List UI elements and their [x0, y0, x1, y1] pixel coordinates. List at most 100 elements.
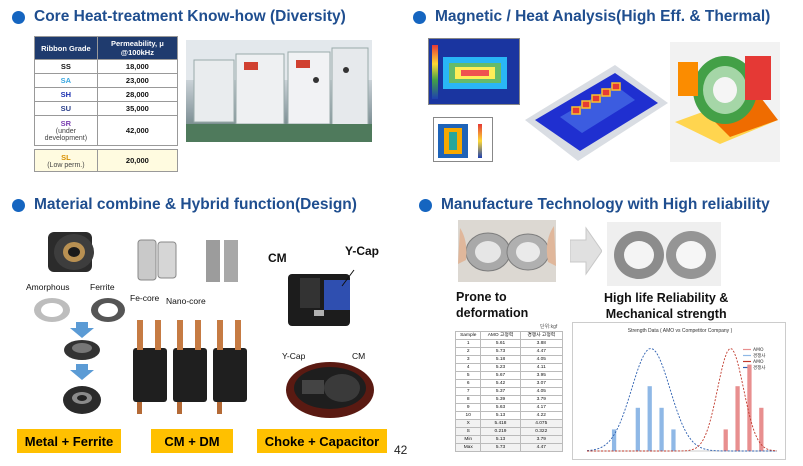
table-cell: 4.05	[519, 355, 564, 364]
competitor-header: 경쟁사 고정력	[519, 331, 564, 340]
permeability-header: Permeability, μ @100kHz	[96, 36, 179, 60]
table-cell: 5.39	[480, 395, 521, 404]
section-title-q1: Core Heat-treatment Know-how (Diversity)	[34, 8, 346, 25]
table-cell: 3.95	[519, 371, 564, 380]
ycap-label-top: Y-Cap	[345, 244, 380, 258]
table-row: SH 28,000	[34, 87, 179, 102]
amo-header: AMO 고정력	[480, 331, 521, 340]
cm-label-bottom: CM	[352, 351, 366, 361]
cm-label-top: CM	[268, 251, 287, 265]
magnetic-field-sim-image	[428, 38, 520, 105]
bar-0-4	[635, 407, 640, 451]
table-cell: 4.47	[519, 443, 564, 452]
table-cell: 5	[454, 371, 482, 380]
metal-ferrite-label: Metal + Ferrite	[17, 429, 121, 453]
table-cell: 4	[454, 363, 482, 372]
bullet-icon	[12, 10, 25, 24]
table-cell: 4.17	[519, 403, 564, 412]
grade-header: Ribbon Grade	[34, 36, 98, 60]
section-title-q2: Magnetic / Heat Analysis(High Eff. & The…	[435, 8, 771, 25]
bar-1-14	[759, 407, 764, 451]
table-cell: 5.18	[480, 355, 521, 364]
fe-core-label: Fe-core	[130, 293, 160, 303]
section-analysis: Magnetic / Heat Analysis(High Eff. & The…	[413, 8, 770, 26]
table-row: SL (Low perm.) 20,000	[34, 149, 179, 172]
table-cell: 4.075	[519, 419, 564, 428]
grade-cell: SU	[34, 101, 98, 116]
bullet-icon	[413, 10, 426, 24]
grade-cell: SH	[34, 87, 98, 102]
table-cell: 5.23	[480, 363, 521, 372]
table-cell: 5.63	[480, 403, 521, 412]
furnace-lab-photo	[186, 40, 372, 142]
table-cell: 1	[454, 339, 482, 348]
value-cell: 42,000	[96, 115, 179, 146]
thermal-component-sim-image	[670, 42, 780, 162]
grade-note: (under development)	[44, 128, 88, 142]
table-row: SS 18,000	[34, 59, 179, 74]
table-cell: S	[454, 427, 482, 436]
core-section-sim-image	[433, 117, 493, 162]
chart-title: Strength Data ( AMO vs Competitor Compan…	[628, 328, 733, 334]
strong-rings-photo	[607, 222, 721, 286]
strength-chart: Strength Data ( AMO vs Competitor Compan…	[572, 322, 786, 460]
table-cell: 3.79	[519, 435, 564, 444]
table-cell: 8	[454, 395, 482, 404]
section-title-q3: Material combine & Hybrid function(Desig…	[34, 196, 357, 213]
legend-label: AMO	[753, 347, 764, 353]
bar-0-2	[611, 429, 617, 451]
table-cell: 5.13	[480, 411, 521, 420]
bar-1-11	[723, 429, 728, 451]
page-number: 42	[394, 443, 408, 457]
legend-label: 경쟁사	[753, 364, 766, 371]
value-cell: 35,000	[96, 101, 179, 116]
sample-header: Sample	[454, 331, 482, 340]
grade-name: SL	[61, 152, 71, 162]
table-cell: 0.322	[519, 427, 564, 436]
deformed-rings-photo	[458, 220, 556, 282]
ycap-label-bottom: Y-Cap	[282, 351, 306, 361]
table-cell: 4.11	[519, 363, 564, 372]
unit-note: 단위:kgf	[540, 324, 558, 330]
reliability-line-2: Mechanical strength	[605, 306, 727, 321]
ribbon-grade-table: Ribbon Grade Permeability, μ @100kHz SS …	[34, 36, 179, 172]
value-cell: 23,000	[96, 73, 179, 88]
cm-dm-modules-image	[127, 318, 255, 418]
grade-name: SR	[60, 119, 72, 128]
bar-1-13	[747, 364, 752, 451]
section-title-q4: Manufacture Technology with High reliabi…	[441, 196, 770, 213]
table-cell: 5.67	[480, 371, 521, 380]
table-cell: 5.42	[480, 379, 521, 388]
value-cell: 18,000	[96, 59, 179, 74]
table-cell: 5.13	[480, 435, 521, 444]
table-row: SU 35,000	[34, 101, 179, 116]
nano-core-label: Nano-core	[166, 296, 206, 306]
table-cell: 3.88	[519, 339, 564, 348]
table-cell: 4.05	[519, 387, 564, 396]
hybrid-core-assembly-image	[40, 222, 102, 284]
table-cell: 0.219	[480, 427, 521, 436]
table-cell: 9	[454, 403, 482, 412]
cores-image	[132, 236, 244, 288]
arrow-right-icon	[570, 226, 602, 276]
table-cell: 2	[454, 347, 482, 356]
table-cell: 5.73	[480, 347, 521, 356]
bar-0-6	[659, 407, 664, 451]
table-cell: X	[454, 419, 482, 428]
curve-0	[586, 347, 777, 452]
section-manufacture: Manufacture Technology with High reliabi…	[419, 196, 770, 214]
grade-cell: SS	[34, 59, 98, 74]
bullet-icon	[12, 198, 25, 212]
prone-line-2: deformation	[456, 305, 529, 320]
